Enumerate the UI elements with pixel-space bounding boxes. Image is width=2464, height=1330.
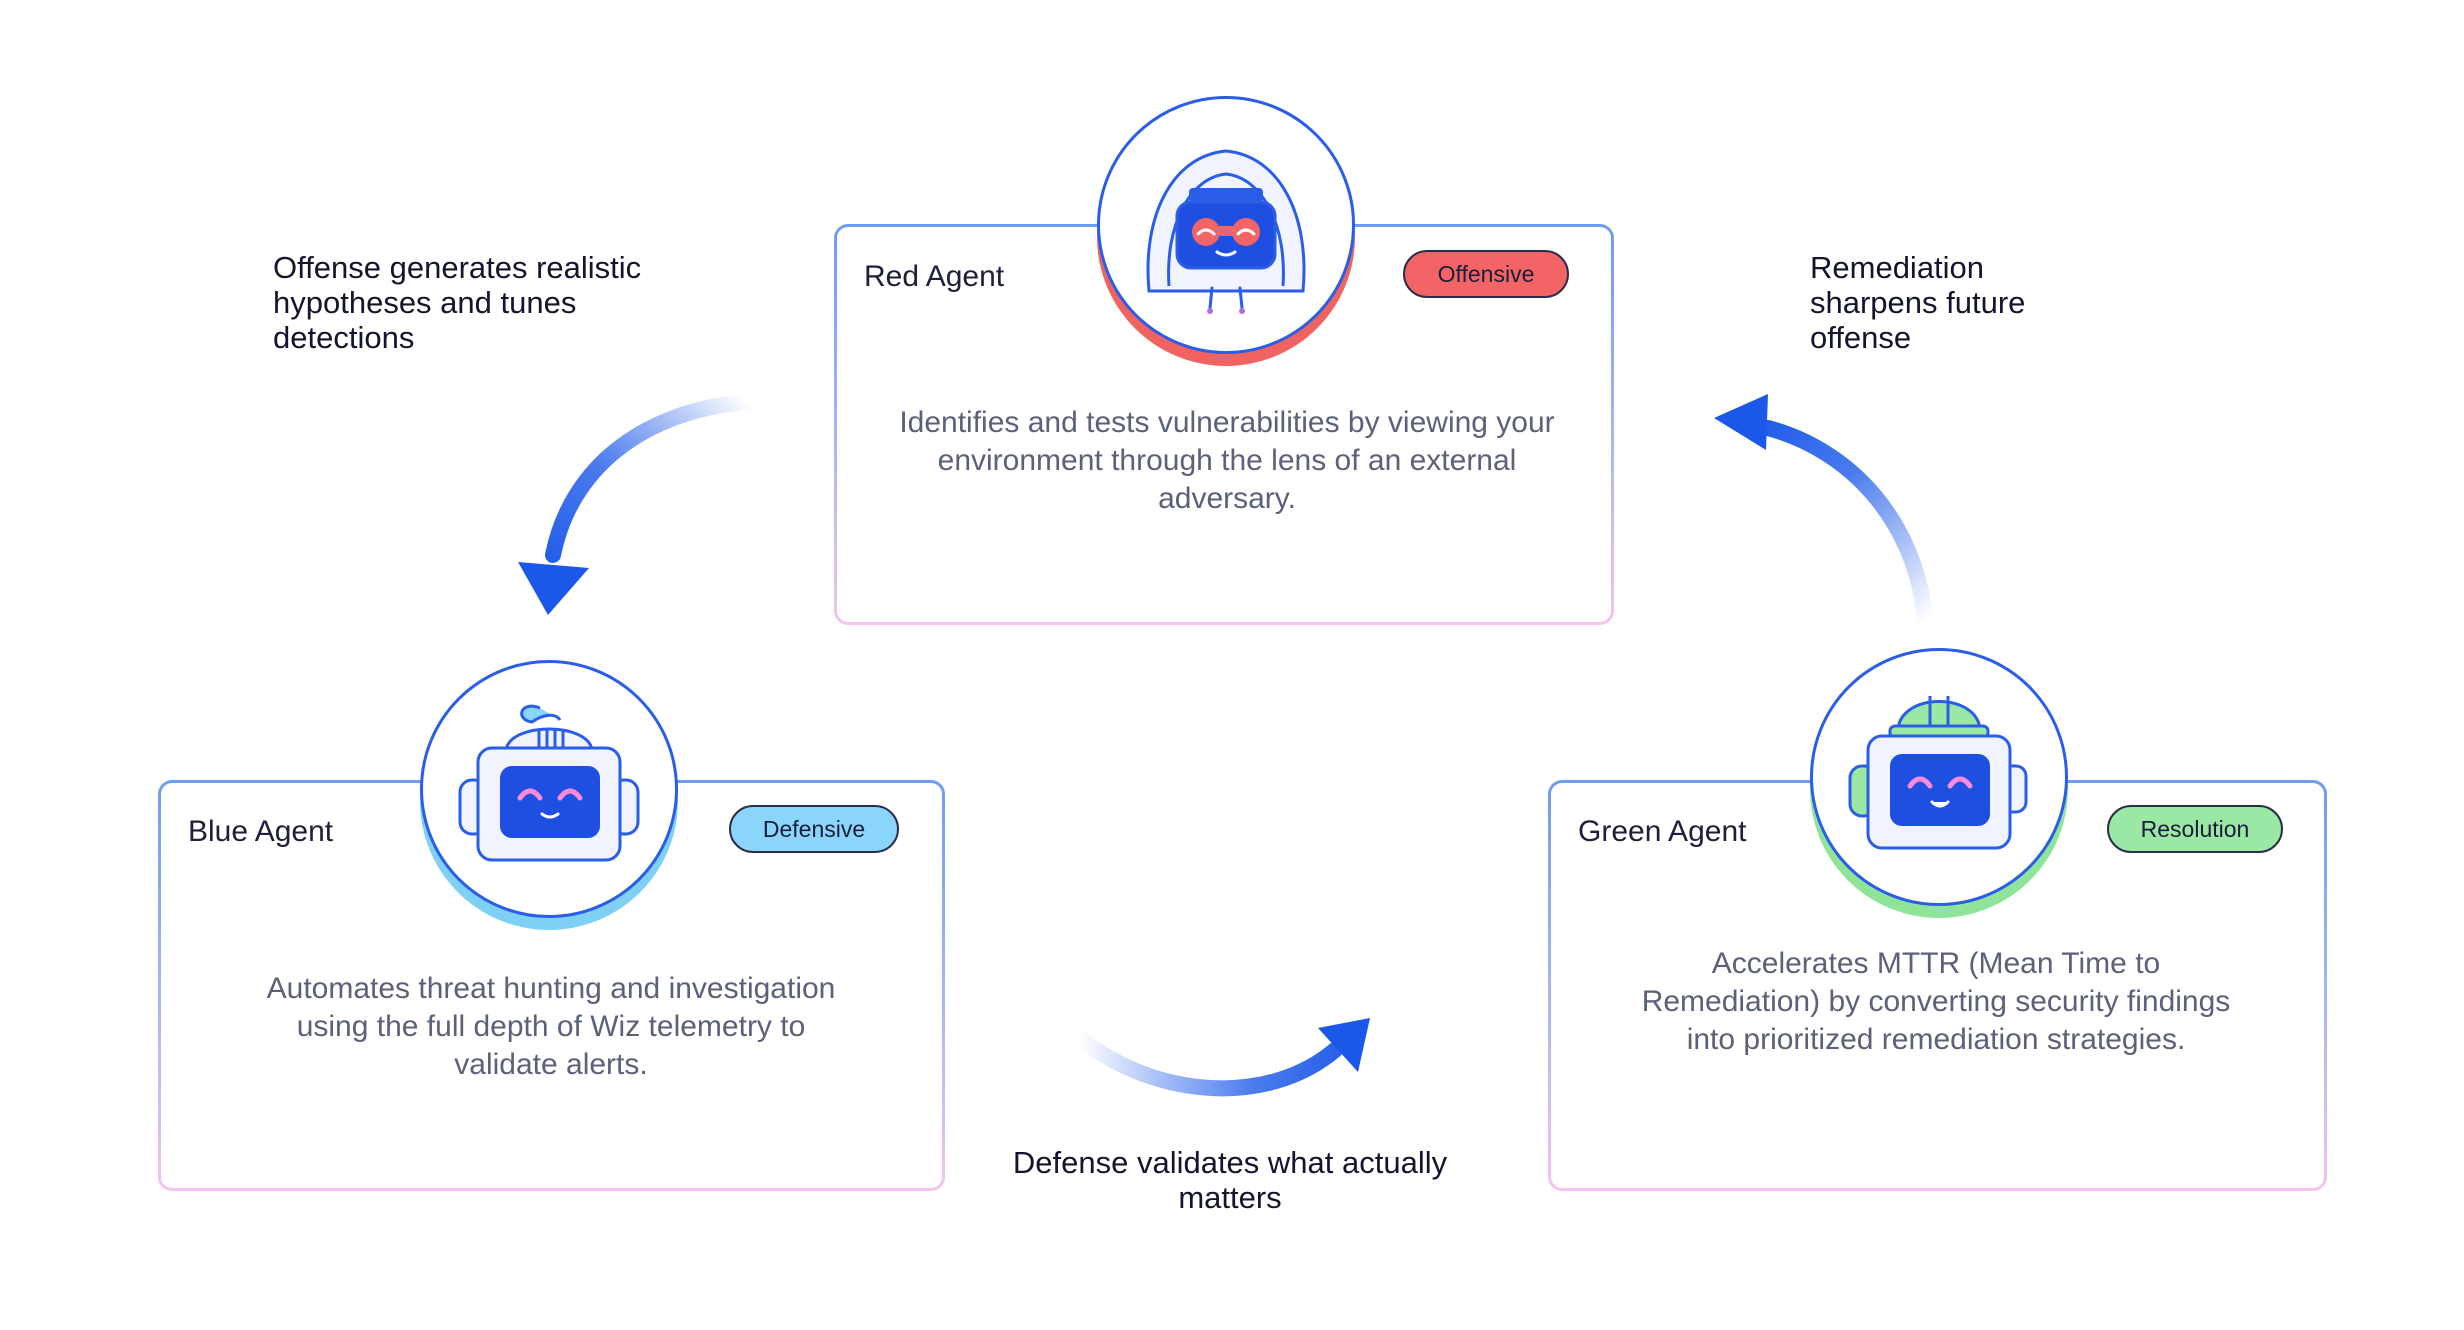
offensive-badge: Offensive [1403, 250, 1569, 298]
arrow-defense-to-resolution [1074, 1018, 1370, 1097]
red-agent-description: Identifies and tests vulnerabilities by … [899, 406, 1555, 515]
arrow-resolution-to-offense [1714, 394, 1933, 626]
hardhat-robot-icon [1848, 696, 2028, 850]
caption-resolution-to-offense: Remediation sharpens future offense [1810, 250, 2026, 355]
green-agent-title: Green Agent [1578, 815, 1747, 848]
blue-agent-title: Blue Agent [188, 815, 334, 848]
blue-agent-description: Automates threat hunting and investigati… [266, 972, 836, 1081]
hooded-bandit-robot-icon [1146, 149, 1306, 314]
caption-defense-to-resolution: Defense validates what actually matters [1012, 1145, 1448, 1215]
red-agent-avatar [1097, 96, 1355, 366]
resolution-badge: Resolution [2107, 805, 2283, 853]
defensive-badge: Defensive [729, 805, 899, 853]
arrow-offense-to-defense [518, 394, 753, 615]
caption-offense-to-defense: Offense generates realistic hypotheses a… [273, 250, 642, 355]
blue-agent-avatar [420, 660, 678, 930]
helmet-robot-icon [458, 704, 640, 862]
green-agent-avatar [1810, 648, 2068, 918]
red-agent-title: Red Agent [864, 260, 1005, 293]
green-agent-description: Accelerates MTTR (Mean Time to Remediati… [1641, 947, 2231, 1056]
red-agent-card: Red Agent Offensive Identifies and tests… [834, 224, 1614, 625]
